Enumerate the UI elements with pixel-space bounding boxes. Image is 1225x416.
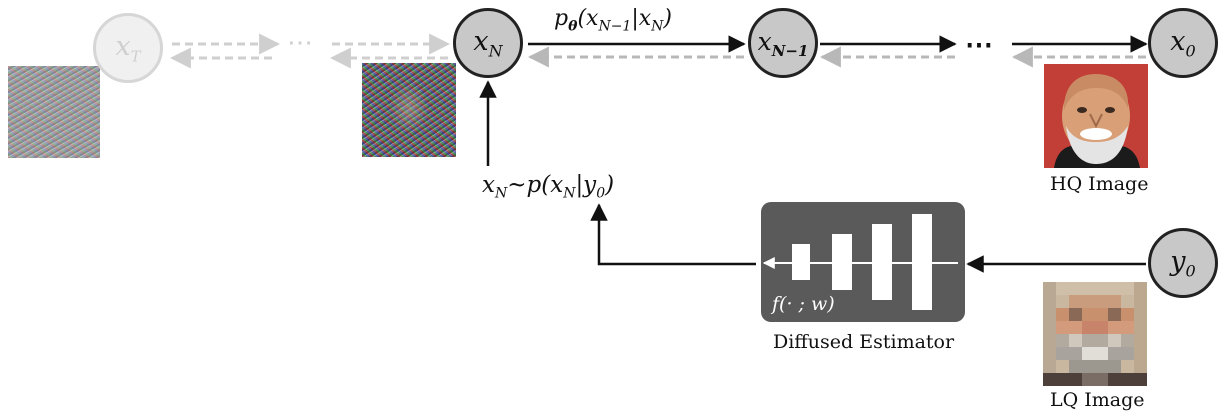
lq-face-image bbox=[1043, 282, 1147, 386]
node-x-T: xT bbox=[93, 13, 163, 83]
noisy-xN-image bbox=[362, 63, 456, 157]
estimator-function-label: f(· ; w) bbox=[772, 293, 835, 315]
hq-face-drawing bbox=[1044, 64, 1148, 168]
ellipsis: ⋯ bbox=[965, 28, 993, 61]
node-x-N-minus-1: xN−1 bbox=[748, 8, 818, 78]
transition-label: pθ(xN−1|xN) bbox=[554, 6, 672, 35]
estimator-caption: Diffused Estimator bbox=[773, 331, 955, 353]
node-x-T-label: xT bbox=[115, 30, 141, 66]
node-x-N-minus-1-label: xN−1 bbox=[757, 26, 809, 60]
diffused-estimator-box bbox=[761, 202, 965, 322]
node-x-0-label: x0 bbox=[1170, 25, 1196, 61]
pure-noise-image bbox=[8, 66, 100, 158]
node-x-N: xN bbox=[453, 8, 523, 78]
hq-face-image bbox=[1044, 64, 1148, 168]
node-x-N-label: xN bbox=[473, 25, 503, 61]
node-y-0: y0 bbox=[1148, 228, 1218, 298]
hq-caption: HQ Image bbox=[1050, 173, 1149, 195]
lq-face-drawing bbox=[1043, 282, 1147, 386]
estimator-to-sampling-arrow bbox=[590, 203, 756, 266]
lq-caption: LQ Image bbox=[1050, 389, 1145, 411]
node-y-0-label: y0 bbox=[1170, 245, 1196, 281]
faded-ellipsis: ⋯ bbox=[287, 28, 313, 58]
sampling-label: xN~p(xN|y0) bbox=[482, 172, 615, 202]
node-x-0: x0 bbox=[1148, 8, 1218, 78]
